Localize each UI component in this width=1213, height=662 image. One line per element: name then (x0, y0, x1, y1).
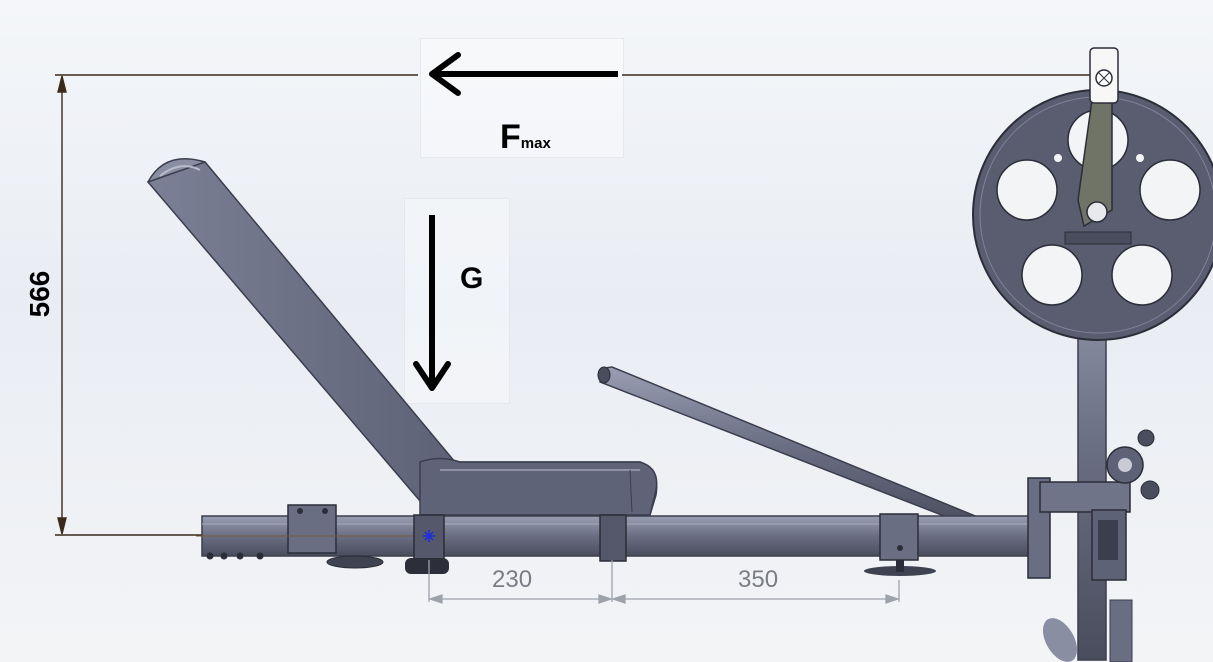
fmax-label: Fmax (500, 118, 551, 157)
dim-b-label: 350 (738, 566, 779, 593)
dimension-horizontal (427, 560, 901, 604)
crank-arm (1077, 47, 1119, 228)
fmax-label-sub: max (520, 135, 551, 152)
dim-a-label: 230 (492, 566, 533, 593)
fmax-arrow (429, 52, 618, 96)
center-of-mass-marker (423, 530, 435, 542)
rear-clamp (196, 504, 420, 569)
leg-clamp (864, 513, 936, 576)
leg-support-tube (597, 366, 987, 529)
seat-pad (419, 457, 658, 516)
dim-arrowhead-top (57, 75, 67, 93)
dim-height-label: 566 (24, 270, 55, 318)
seat-post (405, 514, 627, 574)
gravity-arrow (413, 215, 451, 391)
dim-arrowhead-bottom (57, 517, 67, 535)
gravity-label: G (460, 262, 484, 295)
fmax-label-main: F (500, 118, 521, 156)
